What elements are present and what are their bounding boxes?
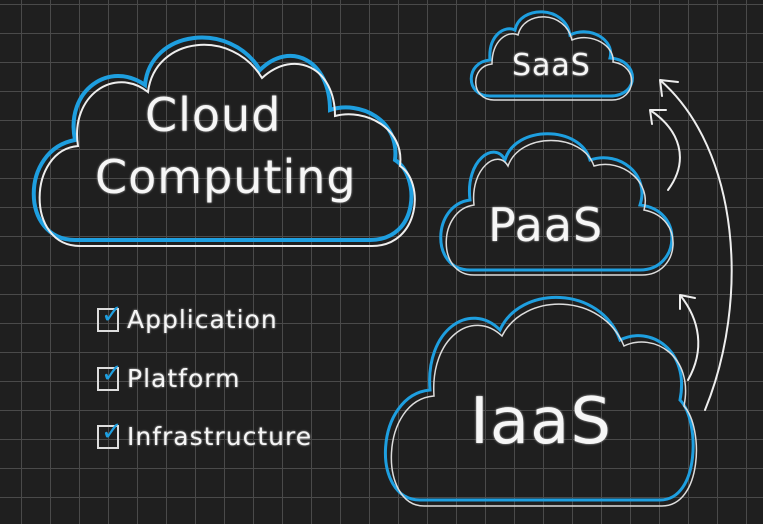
checkbox: ✓ — [97, 300, 123, 332]
iaas-cloud-shape — [383, 296, 695, 502]
saas-label: SaaS — [512, 48, 591, 83]
checklist-label: Platform — [127, 364, 241, 393]
checklist-item-infrastructure: ✓ Infrastructure — [97, 417, 313, 451]
check-icon: ✓ — [101, 299, 123, 330]
checklist-label: Infrastructure — [127, 422, 313, 451]
paas-label: PaaS — [488, 198, 604, 252]
arrow-paas-to-saas — [649, 109, 681, 191]
paas-cloud-shape — [439, 132, 674, 272]
cloud-title-line2: Computing — [95, 150, 357, 204]
check-icon: ✓ — [101, 358, 123, 389]
checkbox: ✓ — [97, 417, 123, 449]
arrow-iaas-to-paas — [679, 294, 700, 381]
check-icon: ✓ — [101, 416, 123, 447]
checklist-item-application: ✓ Application — [97, 300, 278, 334]
saas-cloud-shape — [469, 10, 634, 98]
arrow-iaas-to-saas — [659, 79, 733, 411]
main-cloud-shape — [31, 35, 414, 242]
checklist-item-platform: ✓ Platform — [97, 359, 241, 393]
checklist-label: Application — [127, 305, 278, 334]
cloud-title-line1: Cloud — [145, 88, 282, 142]
iaas-label: IaaS — [470, 385, 612, 459]
checkbox: ✓ — [97, 359, 123, 391]
